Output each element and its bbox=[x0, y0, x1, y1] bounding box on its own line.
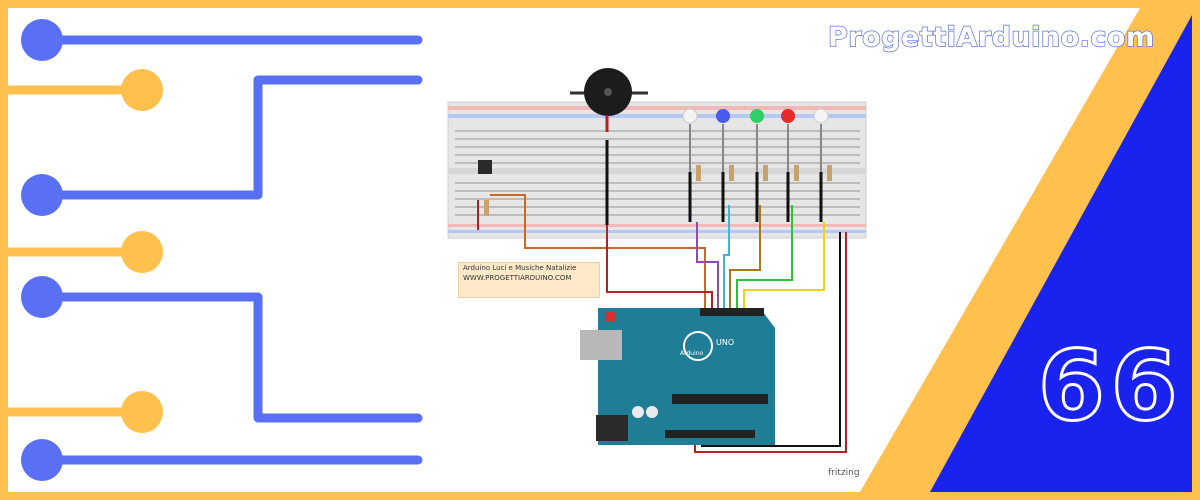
breadboard bbox=[447, 101, 867, 239]
led-green bbox=[750, 109, 764, 172]
site-brand: ProgettiArduino.com bbox=[827, 21, 1155, 53]
blue-circuit-traces bbox=[37, 35, 423, 465]
yellow-node-1 bbox=[121, 69, 163, 111]
blue-node-3 bbox=[21, 276, 63, 318]
yellow-circuit-nodes bbox=[121, 69, 163, 433]
leds bbox=[682, 108, 829, 172]
chip bbox=[672, 394, 768, 404]
resistor-legs bbox=[688, 172, 823, 222]
yellow-circuit-traces bbox=[8, 85, 142, 417]
schematic-note: Arduino Luci e Musiche Natalizie WWW.PRO… bbox=[458, 262, 600, 298]
digital-header bbox=[700, 308, 764, 316]
arduino-logo bbox=[683, 331, 713, 361]
blue-node-4 bbox=[21, 439, 63, 481]
resistors bbox=[696, 165, 832, 181]
led-white-1 bbox=[682, 108, 698, 172]
blue-circuit-nodes bbox=[21, 19, 63, 481]
fritzing-label: fritzing bbox=[828, 468, 860, 478]
blue-node-2 bbox=[21, 174, 63, 216]
note-title: Arduino Luci e Musiche Natalizie bbox=[463, 264, 577, 272]
board-label: UNO bbox=[716, 338, 735, 347]
yellow-node-2 bbox=[121, 231, 163, 273]
led-blue bbox=[716, 109, 730, 172]
arduino-board bbox=[580, 308, 775, 445]
yellow-node-3 bbox=[121, 391, 163, 433]
power-jack bbox=[596, 415, 628, 441]
board-brand: Arduino bbox=[680, 350, 704, 357]
blue-trace-3 bbox=[37, 292, 423, 423]
blue-corner-panel bbox=[930, 15, 1192, 492]
usb-port bbox=[580, 330, 622, 360]
led-red bbox=[781, 109, 795, 172]
breadboard-holes bbox=[455, 130, 860, 216]
note-url: WWW.PROGETTIARDUINO.COM bbox=[463, 274, 572, 282]
wires bbox=[490, 194, 847, 453]
reset-button bbox=[605, 312, 615, 322]
push-button bbox=[477, 160, 492, 230]
analog-header bbox=[665, 430, 755, 438]
buzzer bbox=[570, 68, 648, 225]
episode-number: 66 bbox=[1037, 329, 1184, 444]
blue-trace-2 bbox=[37, 75, 423, 200]
blue-node-1 bbox=[21, 19, 63, 61]
led-white-2 bbox=[813, 108, 829, 172]
diagonal-stripe bbox=[860, 8, 1192, 492]
